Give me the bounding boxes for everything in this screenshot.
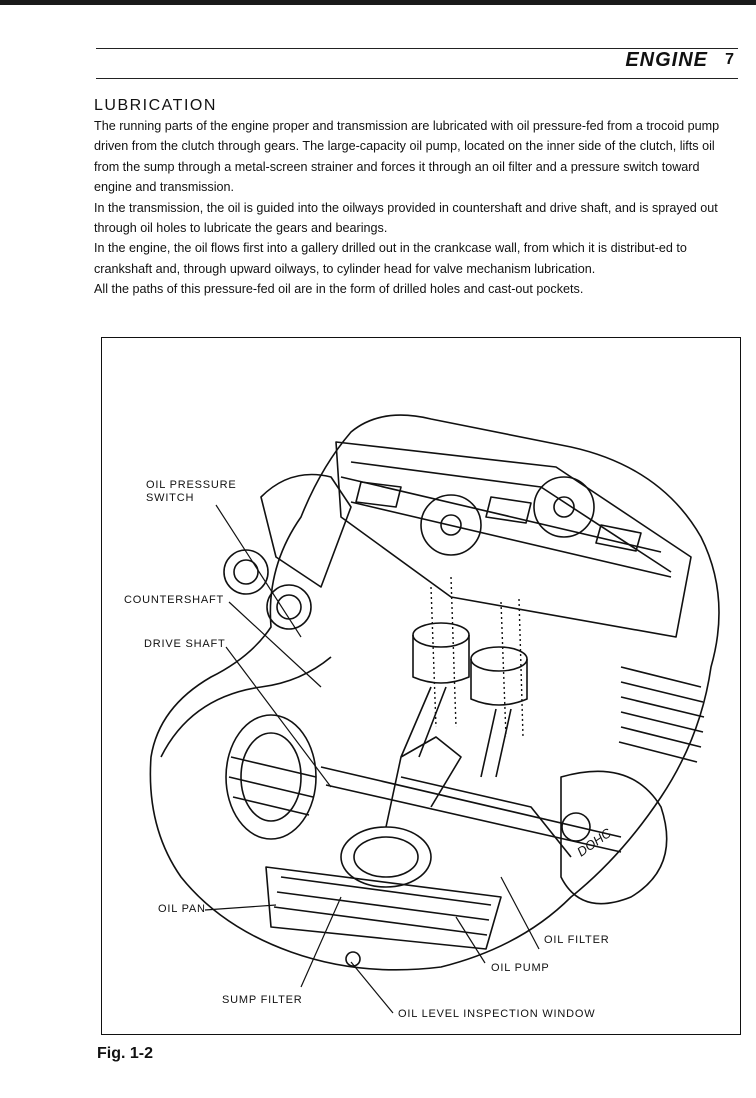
callout-sump-filter: SUMP FILTER <box>222 994 303 1006</box>
leader-oil-level-window <box>350 961 394 1014</box>
callout-oil-pan: OIL PAN <box>158 903 206 915</box>
figure-caption: Fig. 1-2 <box>97 1045 154 1062</box>
leader-countershaft <box>228 601 322 688</box>
page-number: 7 <box>725 51 734 68</box>
paragraph-engine: In the engine, the oil flows first into … <box>94 241 687 276</box>
leader-sump-filter <box>300 896 342 988</box>
paragraph-pump: The running parts of the engine proper a… <box>94 119 720 195</box>
header-rule-bottom <box>96 78 738 79</box>
leader-oil-pan <box>204 904 277 911</box>
paragraph-paths: All the paths of this pressure-fed oil a… <box>94 282 584 297</box>
callout-drive-shaft: DRIVE SHAFT <box>144 638 226 650</box>
leader-oil-filter <box>500 876 540 950</box>
body-text: The running parts of the engine proper a… <box>94 116 740 300</box>
page-top-edge <box>0 0 756 5</box>
callout-oil-pump: OIL PUMP <box>491 962 550 974</box>
leader-drive-shaft <box>225 646 332 788</box>
header-rule-top <box>96 48 738 49</box>
callout-countershaft: COUNTERSHAFT <box>124 594 225 606</box>
callout-oil-level-window: OIL LEVEL INSPECTION WINDOW <box>398 1008 596 1020</box>
engine-cutaway-illustration: DOHC <box>149 414 720 1014</box>
chapter-title: ENGINE <box>625 49 708 71</box>
callout-oil-pressure-switch: OIL PRESSURE SWITCH <box>146 479 237 504</box>
leader-oil-pump <box>455 916 486 964</box>
paragraph-transmission: In the transmission, the oil is guided i… <box>94 200 718 236</box>
figure-frame <box>101 337 741 1035</box>
callout-oil-filter: OIL FILTER <box>544 934 610 946</box>
leader-oil-pressure-switch <box>215 504 302 638</box>
section-title: LUBRICATION <box>94 97 217 114</box>
